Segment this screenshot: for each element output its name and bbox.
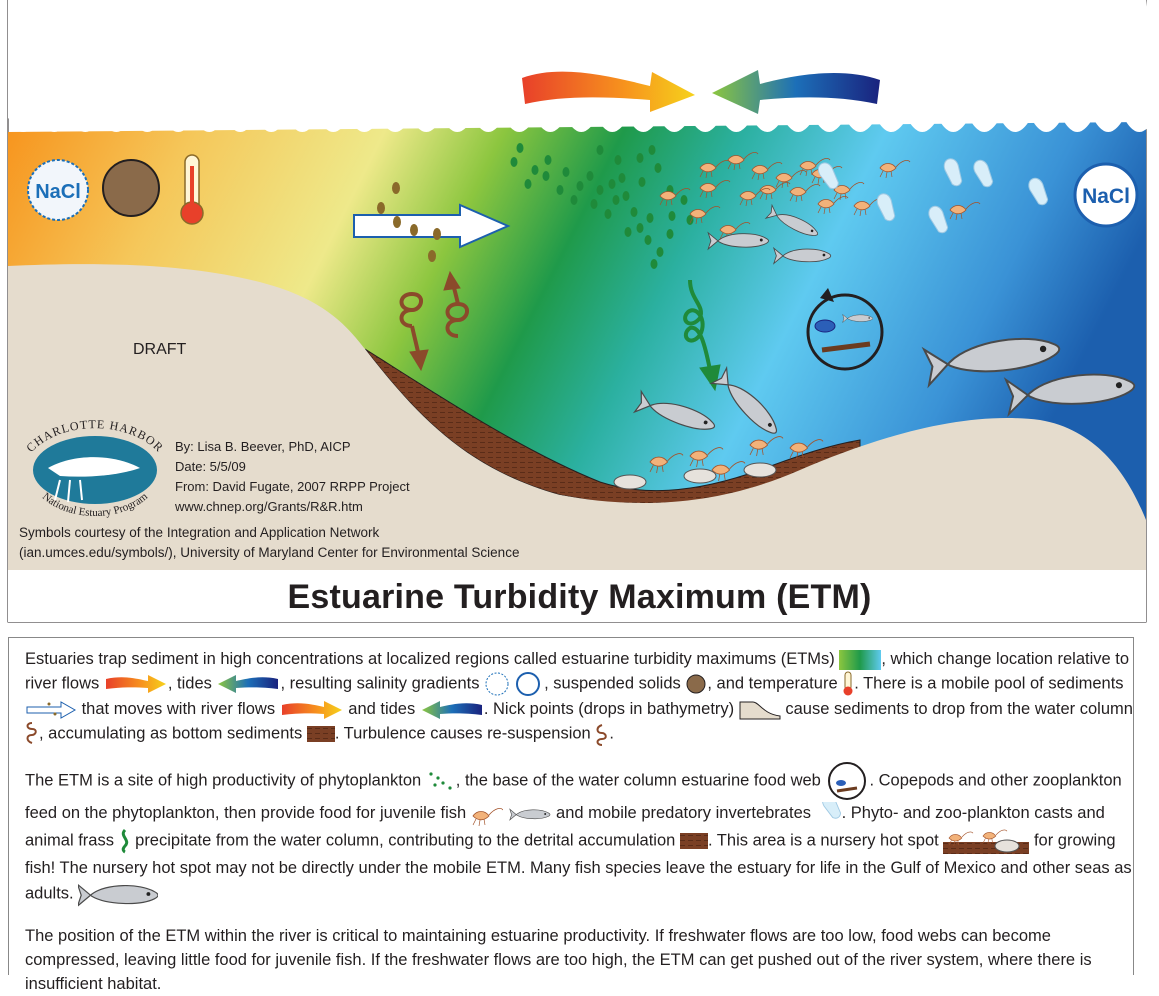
phytoplankton-dot: [614, 155, 622, 165]
phytoplankton-dot: [596, 145, 604, 155]
jellyfish-icon: [819, 801, 842, 821]
phytoplankton-dot: [576, 181, 584, 191]
paragraph-food-web: The ETM is a site of high productivity o…: [9, 761, 1133, 908]
salt-icon-left: NaCl: [27, 159, 89, 221]
phytoplankton-dot: [570, 195, 578, 205]
credit-url: www.chnep.org/Grants/R&R.htm: [175, 499, 363, 514]
svg-text:NaCl: NaCl: [35, 181, 81, 203]
phytoplankton-dot: [608, 179, 616, 189]
phytoplankton-dot: [686, 215, 694, 225]
bottom-sediment-icon: [306, 726, 335, 742]
phytoplankton-dot: [618, 173, 626, 183]
phytoplankton-dot: [644, 235, 652, 245]
nursery-hotspot-icon: [943, 829, 1030, 854]
sediment-particles: [377, 182, 441, 262]
phytoplankton-dot: [510, 157, 518, 167]
phytoplankton-dot: [516, 143, 524, 153]
phytoplankton-dot: [604, 209, 612, 219]
phytoplankton-dot: [666, 229, 674, 239]
phytoplankton-dot: [636, 153, 644, 163]
diagram-title: Estuarine Turbidity Maximum (ETM): [287, 578, 872, 616]
tide-arrow-icon: [421, 700, 482, 719]
description-panel: Estuaries trap sediment in high concentr…: [8, 637, 1134, 993]
nursery-hotspot-icon: [613, 436, 824, 490]
phytoplankton-dot: [562, 167, 570, 177]
salinity-gradient-icon: [485, 672, 541, 696]
phytoplankton-dot: [544, 155, 552, 165]
resuspension-icon: [596, 724, 608, 746]
tide-arrow-icon: [712, 70, 880, 114]
etm-icon: [839, 649, 882, 670]
nick-point-icon: [739, 701, 781, 720]
tide-arrow-icon: [218, 675, 279, 693]
credit-author: By: Lisa B. Beever, PhD, AICP: [175, 439, 351, 454]
phytoplankton-dot: [622, 191, 630, 201]
nursery-isopod: [743, 462, 777, 478]
phytoplankton-dot: [630, 207, 638, 217]
phytoplankton-dot: [680, 195, 688, 205]
frass-icon: [121, 828, 128, 853]
phytoplankton-dot: [624, 227, 632, 237]
food-web-cycle-icon: [828, 762, 867, 800]
river-flow-arrow-icon: [105, 675, 166, 693]
symbols-credit-line2: (ian.umces.edu/symbols/), University of …: [19, 545, 520, 560]
turbulence-icon: [26, 722, 37, 744]
symbols-credit-line1: Symbols courtesy of the Integration and …: [19, 525, 380, 540]
salt-icon-right: NaCl: [1073, 162, 1139, 228]
phytoplankton-dot: [531, 165, 539, 175]
phytoplankton-icon: [510, 143, 694, 269]
draft-label: DRAFT: [133, 341, 187, 358]
nursery-isopod: [683, 468, 717, 484]
phytoplankton-dot: [612, 195, 620, 205]
credit-date: Date: 5/5/09: [175, 459, 246, 474]
phytoplankton-dot: [590, 199, 598, 209]
adult-fish-icon: [78, 883, 159, 907]
svg-text:NaCl: NaCl: [1082, 185, 1130, 208]
phytoplankton-icon: [429, 772, 452, 790]
phytoplankton-dot: [654, 163, 662, 173]
turbulence-icon-up: [443, 270, 470, 338]
credit-from: From: David Fugate, 2007 RRPP Project: [175, 479, 410, 494]
thermometer-icon: [180, 154, 204, 225]
phytoplankton-dot: [648, 145, 656, 155]
sediment-arrow-icon: [26, 700, 77, 719]
water-surface-waves: [8, 0, 1155, 132]
phytoplankton-dot: [542, 171, 550, 181]
phytoplankton-dot: [646, 213, 654, 223]
nursery-isopod: [613, 474, 647, 490]
turbulence-icon-down: [399, 292, 429, 372]
juvenile-fish-icon: [509, 808, 551, 820]
phytoplankton-dot: [556, 185, 564, 195]
paragraph-sediment: Estuaries trap sediment in high concentr…: [9, 647, 1133, 747]
suspended-solid-icon: [686, 674, 706, 694]
phytoplankton-dot: [668, 211, 676, 221]
river-flow-arrow-icon: [281, 700, 342, 719]
copepod-icon: [472, 807, 503, 826]
left-bank-land: [8, 264, 860, 570]
phytoplankton-dot: [650, 259, 658, 269]
suspended-solid-icon: [102, 159, 160, 217]
sediment-arrow-icon: [353, 203, 511, 249]
phytoplankton-dot: [656, 247, 664, 257]
phytoplankton-dot: [586, 171, 594, 181]
paragraph-position: The position of the ETM within the river…: [25, 926, 1092, 993]
phytoplankton-dot: [524, 179, 532, 189]
phytoplankton-dot: [596, 185, 604, 195]
phytoplankton-dot: [638, 177, 646, 187]
phytoplankton-dot: [636, 223, 644, 233]
food-web-cycle-icon: [806, 288, 884, 371]
bottom-sediment-icon: [679, 832, 708, 849]
thermometer-icon: [843, 671, 853, 696]
right-seafloor: [560, 418, 1146, 570]
river-flow-arrow-icon: [522, 71, 695, 112]
